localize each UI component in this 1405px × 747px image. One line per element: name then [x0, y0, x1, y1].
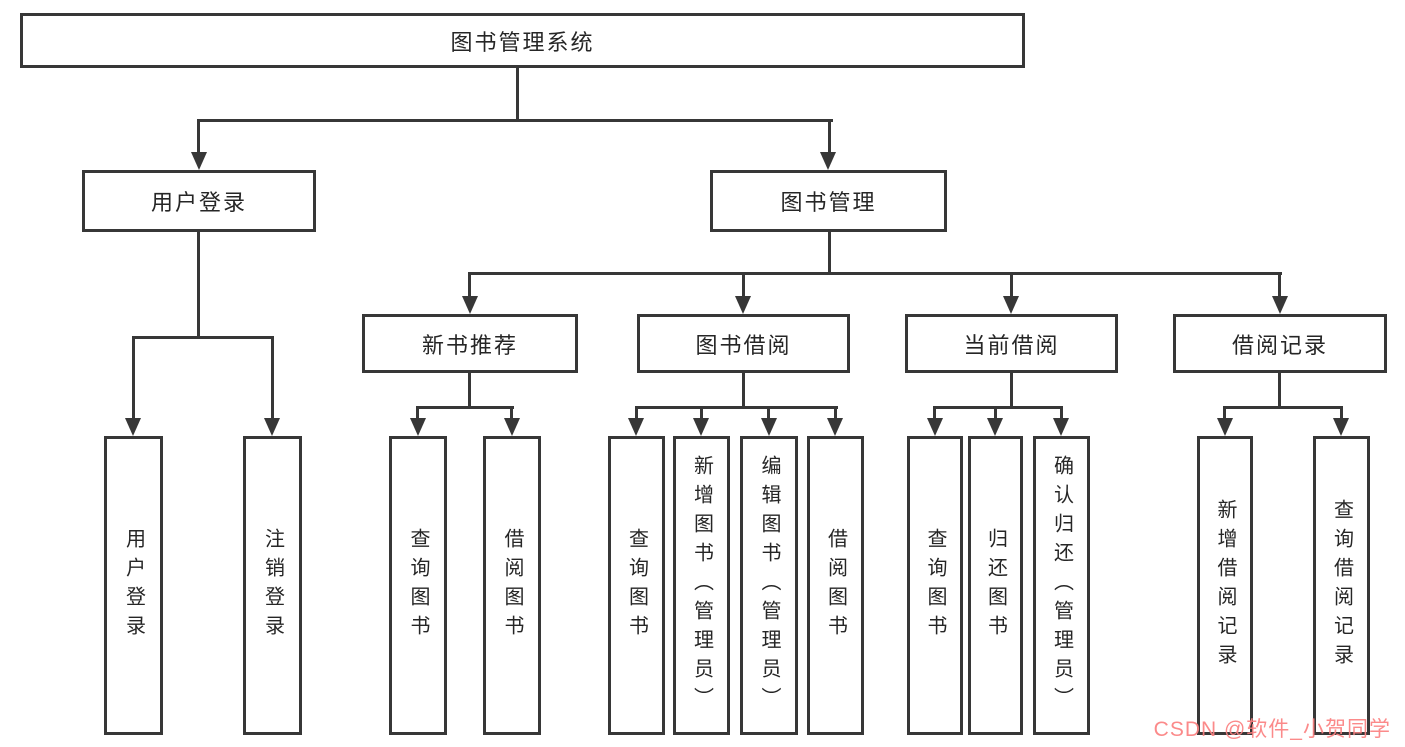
arrowhead-new-book	[462, 296, 478, 314]
leaf-borrow-books-recommend-label: 借阅图书	[501, 527, 523, 644]
node-borrowing-records-label: 借阅记录	[1231, 332, 1328, 358]
arrowhead-bb-query	[628, 418, 644, 436]
node-book-management: 图书管理	[710, 170, 947, 232]
connector-drop-book-borrow	[742, 272, 745, 302]
connector-drop-cb-return	[994, 406, 997, 424]
arrowhead-cb-query	[927, 418, 943, 436]
node-new-book-recommend: 新书推荐	[362, 314, 578, 373]
node-book-borrowing-label: 图书借阅	[695, 332, 792, 358]
leaf-user-login-label: 用户登录	[122, 527, 145, 644]
leaf-query-borrow-record-label: 查询借阅记录	[1330, 498, 1353, 673]
arrowhead-nb-borrow	[504, 418, 520, 436]
connector-new-book-rail	[416, 406, 514, 409]
leaf-query-books-recommend-label: 查询图书	[407, 527, 429, 644]
connector-drop-cb-confirm	[1060, 406, 1063, 424]
connector-drop-user-login	[197, 119, 200, 158]
arrowhead-bb-edit	[761, 418, 777, 436]
leaf-logout-label: 注销登录	[261, 527, 284, 644]
leaf-edit-books-admin-label: 编辑图书（管理员）	[758, 455, 780, 716]
arrowhead-user-login	[191, 152, 207, 170]
leaf-query-books-current-label: 查询图书	[924, 527, 946, 644]
connector-drop-br-query	[1340, 406, 1343, 424]
connector-book-mgmt-stem	[828, 232, 831, 275]
connector-new-book-stem	[468, 373, 471, 409]
connector-drop-nb-query	[416, 406, 419, 424]
leaf-user-login: 用户登录	[104, 436, 163, 735]
connector-drop-new-book	[468, 272, 471, 302]
connector-book-mgmt-rail	[468, 272, 1282, 275]
node-user-login-label: 用户登录	[150, 190, 247, 215]
node-current-borrowing-label: 当前借阅	[963, 332, 1060, 358]
leaf-logout: 注销登录	[243, 436, 302, 735]
node-user-login: 用户登录	[82, 170, 316, 232]
connector-borrow-record-rail	[1223, 406, 1343, 409]
leaf-borrow-books-recommend: 借阅图书	[483, 436, 541, 735]
node-library-system-label: 图书管理系统	[450, 29, 595, 55]
leaf-query-books-borrowing-label: 查询图书	[625, 527, 648, 644]
connector-drop-bb-query	[635, 406, 638, 424]
connector-borrow-record-stem	[1278, 373, 1281, 409]
connector-book-borrow-rail	[635, 406, 838, 409]
connector-drop-book-management	[828, 119, 831, 158]
connector-drop-bb-add	[700, 406, 703, 424]
connector-root-stem	[516, 68, 519, 122]
arrowhead-bb-add	[693, 418, 709, 436]
arrowhead-borrow-record	[1272, 296, 1288, 314]
leaf-borrow-books: 借阅图书	[807, 436, 864, 735]
connector-root-rail	[197, 119, 833, 122]
arrowhead-leaf-login	[125, 418, 141, 436]
connector-drop-leaf-logout	[271, 336, 274, 424]
arrowhead-current-borrow	[1003, 296, 1019, 314]
arrowhead-nb-query	[410, 418, 426, 436]
node-book-management-label: 图书管理	[780, 190, 877, 215]
leaf-query-books-current: 查询图书	[907, 436, 963, 735]
leaf-add-books-admin: 新增图书（管理员）	[673, 436, 730, 735]
leaf-add-borrow-record-label: 新增借阅记录	[1214, 498, 1236, 673]
arrowhead-cb-confirm	[1053, 418, 1069, 436]
node-new-book-recommend-label: 新书推荐	[421, 332, 518, 358]
leaf-return-books: 归还图书	[968, 436, 1023, 735]
arrowhead-bb-borrow	[827, 418, 843, 436]
leaf-query-borrow-record: 查询借阅记录	[1313, 436, 1370, 735]
node-book-borrowing: 图书借阅	[637, 314, 850, 373]
connector-drop-borrow-record	[1278, 272, 1281, 302]
leaf-confirm-return-admin: 确认归还（管理员）	[1033, 436, 1090, 735]
node-library-system: 图书管理系统	[20, 13, 1025, 68]
node-current-borrowing: 当前借阅	[905, 314, 1118, 373]
connector-drop-br-add	[1223, 406, 1226, 424]
leaf-edit-books-admin: 编辑图书（管理员）	[740, 436, 798, 735]
connector-drop-cb-query	[933, 406, 936, 424]
connector-user-login-stem	[197, 232, 200, 339]
leaf-borrow-books-label: 借阅图书	[824, 527, 847, 644]
connector-drop-nb-borrow	[510, 406, 513, 424]
arrowhead-leaf-logout	[264, 418, 280, 436]
connector-drop-bb-borrow	[834, 406, 837, 424]
leaf-add-borrow-record: 新增借阅记录	[1197, 436, 1253, 735]
connector-drop-leaf-login	[132, 336, 135, 424]
connector-drop-bb-edit	[767, 406, 770, 424]
connector-drop-current-borrow	[1010, 272, 1013, 302]
arrowhead-book-borrow	[735, 296, 751, 314]
arrowhead-book-management	[820, 152, 836, 170]
leaf-return-books-label: 归还图书	[984, 527, 1007, 644]
leaf-query-books-borrowing: 查询图书	[608, 436, 665, 735]
arrowhead-br-add	[1217, 418, 1233, 436]
arrowhead-cb-return	[987, 418, 1003, 436]
connector-current-borrow-stem	[1010, 373, 1013, 409]
leaf-query-books-recommend: 查询图书	[389, 436, 447, 735]
connector-user-login-rail	[132, 336, 274, 339]
csdn-watermark: CSDN @软件_小贺同学	[1153, 718, 1391, 741]
leaf-add-books-admin-label: 新增图书（管理员）	[690, 455, 713, 716]
node-borrowing-records: 借阅记录	[1173, 314, 1387, 373]
connector-book-borrow-stem	[742, 373, 745, 409]
arrowhead-br-query	[1333, 418, 1349, 436]
connector-current-borrow-rail	[933, 406, 1063, 409]
leaf-confirm-return-admin-label: 确认归还（管理员）	[1050, 455, 1073, 716]
